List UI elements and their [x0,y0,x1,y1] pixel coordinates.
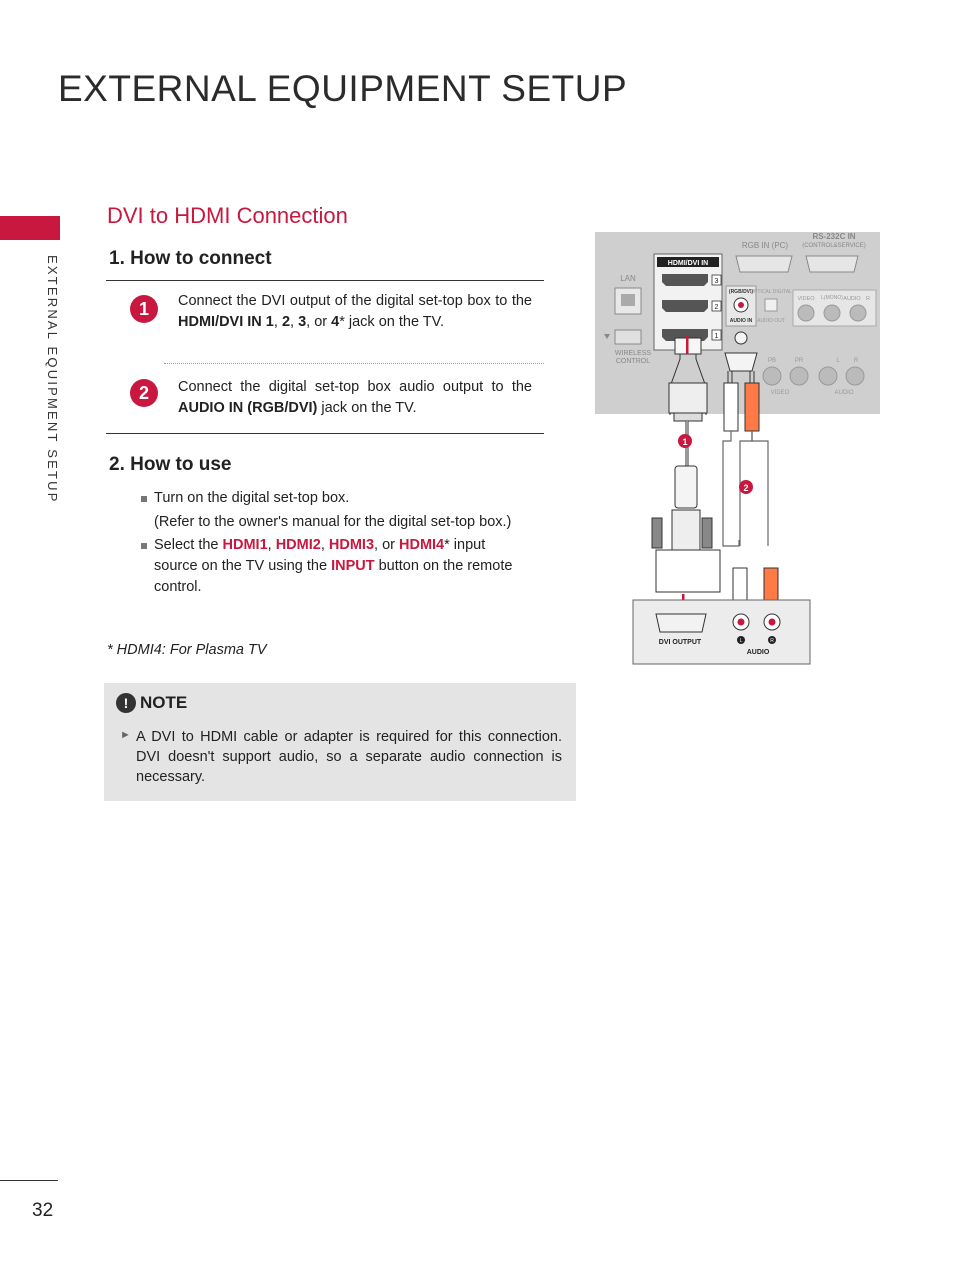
r-top-label: R [866,296,870,302]
note-title: NOTE [140,693,188,712]
wireless-label-2: CONTROL [616,358,650,365]
box-r-label: R [770,638,774,644]
use-bullet-2: Select the HDMI1, HDMI2, HDMI3, or HDMI4… [140,535,528,598]
how-to-connect-title: 1. How to connect [109,248,272,269]
arrow-right-icon: ► [120,729,131,741]
hdmi-port-3: 3 [662,274,722,286]
lan-label: LAN [620,274,636,283]
l-bottom-label: L [836,358,840,364]
hdmi-port-2-number: 2 [715,304,719,311]
optical-port [764,298,778,312]
dvi-output-port [655,613,707,633]
rs232-sublabel: (CONTROL&SERVICE) [802,243,866,249]
use-bullet-1: Turn on the digital set-top box. [140,488,528,509]
box-audio-label: AUDIO [747,649,770,656]
step-2-text: Connect the digital set-top box audio ou… [178,379,532,416]
wireless-port [614,329,642,345]
hdmi-label: HDMI/DVI IN [668,260,708,267]
connection-diagram: HDMI/DVI IN 3 2 1 LAN WIRELESS CONTROL R… [595,232,880,665]
audio-r-jack [849,304,867,322]
how-to-use-list: Turn on the digital set-top box. (Refer … [140,488,528,598]
optical-label: OPTICAL DIGITAL [750,289,792,295]
rgb-dvi-label: (RGB/DVI) [729,289,754,295]
step-2-number: 2 [130,379,158,407]
footnote: * HDMI4: For Plasma TV [107,642,267,658]
audio-out-label: AUDIO OUT [757,318,785,324]
dvi-cable-boot [674,465,698,509]
rgb-port [735,255,793,273]
pr-label: PR [795,358,804,364]
hdmi-label-bg [657,257,719,267]
hdmi-port-3-number: 3 [715,278,719,285]
audio-plug-white [723,382,739,432]
r-bottom-label: R [854,358,859,364]
side-tab-marker [0,216,60,240]
audio-bottom-label: AUDIO [834,390,853,396]
video-jack [797,304,815,322]
audio-y-splitter [724,352,758,372]
hdmi-connector-body [668,382,708,414]
pb-label: PB [768,358,776,364]
use-bullet-1-note: (Refer to the owner's manual for the dig… [154,514,512,530]
step-1-number: 1 [130,295,158,323]
hdmi-port-1-number: 1 [715,333,719,340]
arrow-up-icon [686,336,689,354]
video-label: VIDEO [797,296,815,302]
footer-divider [0,1180,58,1181]
mono-label: L(MONO) [821,295,843,301]
dvi-output-label: DVI OUTPUT [659,639,702,646]
audio-l-jack [823,304,841,322]
note-text: A DVI to HDMI cable or adapter is requir… [136,729,562,785]
page-number: 32 [32,1200,54,1221]
set-top-box-panel [632,599,811,665]
how-to-use-title: 2. How to use [109,454,232,475]
rgb-label: RGB IN (PC) [742,241,789,250]
bullet-square-icon [141,496,147,502]
wireless-label-1: WIRELESS [615,350,652,357]
bullet-square-icon [141,543,147,549]
hdmi-port-2: 2 [662,300,722,312]
side-section-label: EXTERNAL EQUIPMENT SETUP [45,255,60,504]
audio-top-label: AUDIO [843,296,861,302]
video-bottom-label: VIDEO [771,390,790,396]
marker-1 [678,434,692,448]
rs232-port [805,255,859,273]
dvi-plug [655,549,721,593]
marker-2 [739,480,753,494]
triangle-down-icon [604,334,610,339]
box-l-label: L [740,638,743,644]
step-1-text: Connect the DVI output of the digital se… [178,293,532,330]
marker-2-number: 2 [743,483,748,493]
exclamation-icon: ! [116,693,136,713]
audio-in-label: AUDIO IN [730,318,753,324]
section-title: DVI to HDMI Connection [107,203,348,228]
marker-1-number: 1 [682,437,687,447]
note-box: ! NOTE ► A DVI to HDMI cable or adapter … [104,683,576,801]
connect-steps: 1 Connect the DVI output of the digital … [106,280,544,434]
page-header: EXTERNAL EQUIPMENT SETUP [58,68,628,109]
step-divider [164,363,544,364]
rs232-label: RS-232C IN [812,232,855,241]
audio-plug-red [744,382,760,432]
